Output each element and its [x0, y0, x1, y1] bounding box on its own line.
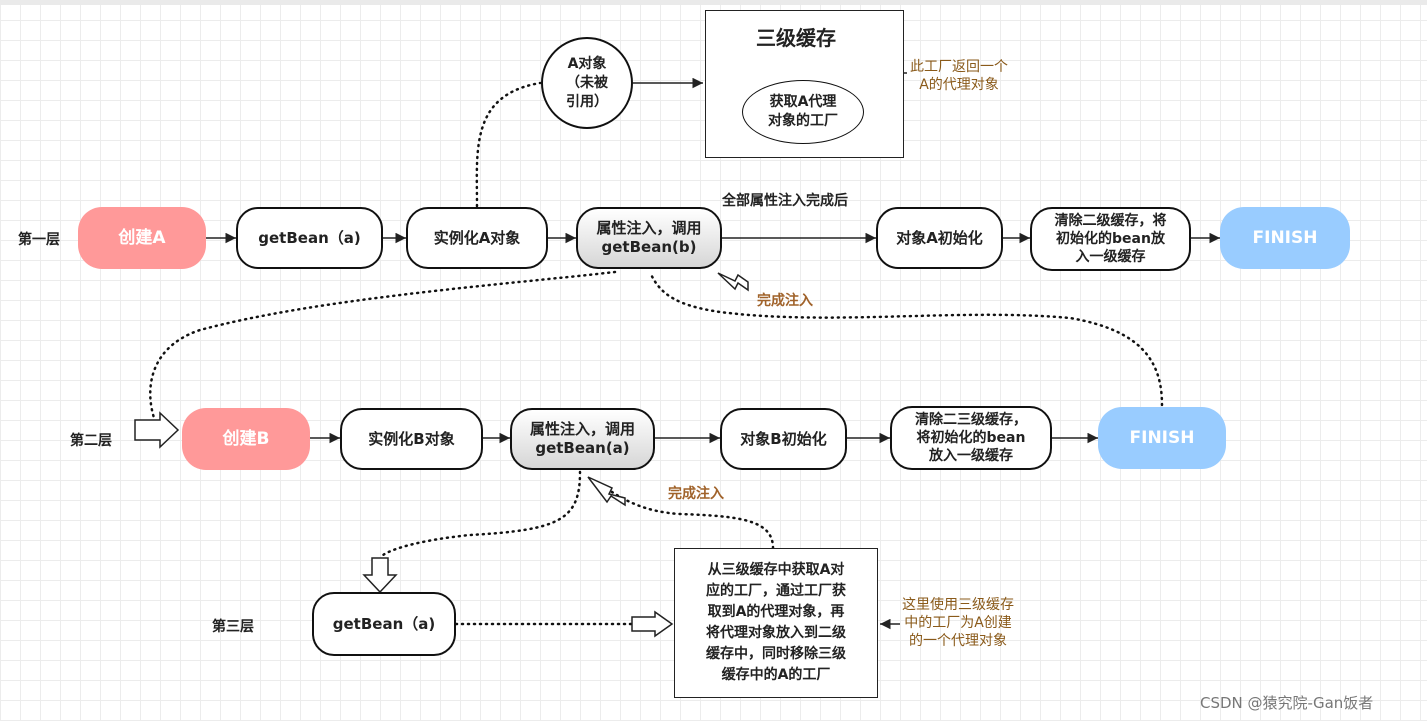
dotted-instantiate-to-aobject	[475, 81, 542, 208]
top-bar	[0, 0, 1427, 5]
dotted-process-to-injectB	[610, 490, 775, 550]
create-a-node: 创建A	[78, 207, 206, 269]
instantiate-b-node: 实例化B对象	[340, 408, 483, 470]
level-two-label: 第二层	[70, 433, 112, 449]
hollow-arrow-completed-A	[717, 272, 749, 292]
finish-b-node: FINISH	[1098, 407, 1226, 469]
proxy-factory-ellipse: 获取A代理 对象的工厂	[742, 80, 864, 144]
create-b-node: 创建B	[182, 408, 310, 470]
factory-note: 此工厂返回一个 A的代理对象	[910, 59, 1008, 93]
injection-complete-label-b: 完成注入	[668, 486, 724, 502]
inject-a-node: 属性注入，调用 getBean(b)	[576, 207, 722, 269]
proxy-note: 这里使用三级缓存 中的工厂为A创建 的一个代理对象	[902, 597, 1014, 649]
level-three-label: 第三层	[212, 619, 254, 635]
injection-complete-label-a: 完成注入	[757, 293, 813, 309]
hollow-arrow-completed-B	[587, 476, 626, 507]
dotted-injectB-to-getbean3	[378, 470, 582, 560]
hollow-arrow-into-process	[631, 610, 674, 638]
clear-cache-a-node: 清除二级缓存，将 初始化的bean放 入一级缓存	[1030, 207, 1191, 271]
cache-title: 三级缓存	[756, 26, 836, 50]
dotted-finishB-to-injectA	[648, 270, 1164, 407]
fetch-proxy-process-node: 从三级缓存中获取A对 应的工厂，通过工厂获 取到A的代理对象，再 将代理对象放入…	[674, 548, 878, 698]
hollow-arrow-down-getbean3	[362, 557, 398, 594]
finish-a-node: FINISH	[1220, 207, 1350, 269]
getbean-a-level3-node: getBean（a)	[312, 592, 456, 656]
after-inject-label: 全部属性注入完成后	[722, 193, 848, 209]
init-b-node: 对象B初始化	[720, 408, 847, 470]
instantiate-a-node: 实例化A对象	[406, 207, 548, 269]
init-a-node: 对象A初始化	[876, 207, 1003, 269]
getbean-a-node: getBean（a)	[236, 207, 383, 269]
inject-b-node: 属性注入，调用 getBean(a)	[510, 408, 655, 470]
watermark: CSDN @猿究院-Gan饭者	[1200, 694, 1374, 712]
level-one-label: 第一层	[18, 232, 60, 248]
clear-cache-b-node: 清除二三级缓存， 将初始化的bean 放入一级缓存	[890, 406, 1052, 470]
hollow-arrow-into-createB	[134, 411, 180, 449]
a-object-circle: A对象 （未被 引用）	[541, 37, 633, 129]
